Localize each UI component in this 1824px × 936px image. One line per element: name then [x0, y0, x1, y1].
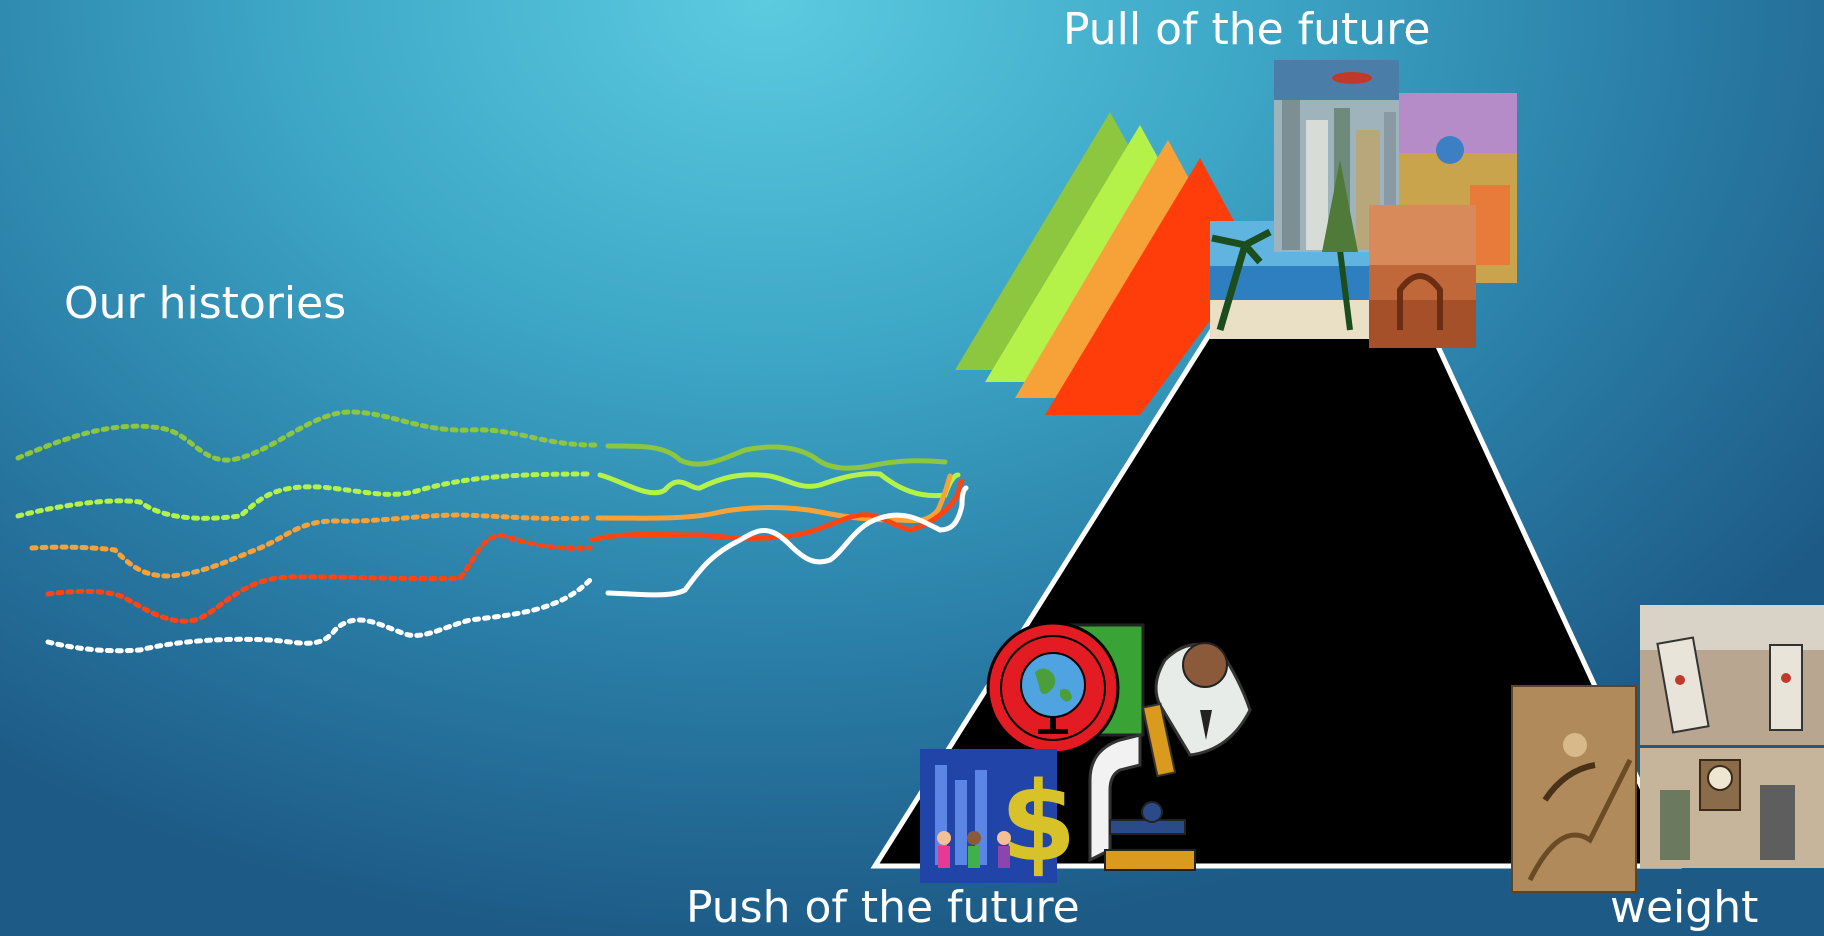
- our-histories-label: Our histories: [64, 278, 347, 329]
- history-line-lime-dotted: [15, 471, 593, 521]
- old-illustration-image: [1511, 685, 1637, 893]
- history-line-white-dotted: [45, 577, 593, 654]
- old-gas-pumps-photo: [1640, 605, 1824, 745]
- svg-text:$: $: [1000, 758, 1077, 886]
- history-line-orange-dotted: [29, 512, 593, 579]
- history-line-red-solid: [589, 478, 965, 543]
- globe-icon: [986, 621, 1120, 755]
- prism-bands: [955, 112, 1255, 415]
- history-line-green-solid: [605, 443, 948, 471]
- vintage-clock-scene-image: [1640, 748, 1824, 868]
- scientist-microscope-clipart: [1088, 642, 1252, 871]
- money-people-clipart: $: [920, 749, 1077, 886]
- history-line-green-dotted: [15, 409, 603, 463]
- futuristic-city-image: [1274, 60, 1399, 252]
- weight-pictures: [1511, 605, 1824, 893]
- pull-pictures: [1210, 60, 1517, 348]
- history-lines-present: [589, 443, 969, 598]
- history-line-red-dotted: [45, 532, 593, 624]
- push-pictures: $: [920, 621, 1252, 886]
- history-line-orange-solid: [595, 473, 953, 524]
- push-of-the-future-label: Push of the future: [686, 882, 1080, 933]
- desert-arch-painting-image: [1369, 205, 1476, 348]
- prism-band-red: [1045, 158, 1255, 415]
- history-line-lime-solid: [597, 471, 961, 499]
- history-lines-past: [15, 409, 603, 654]
- pull-of-the-future-label: Pull of the future: [1063, 4, 1431, 55]
- history-line-white-solid: [605, 485, 969, 598]
